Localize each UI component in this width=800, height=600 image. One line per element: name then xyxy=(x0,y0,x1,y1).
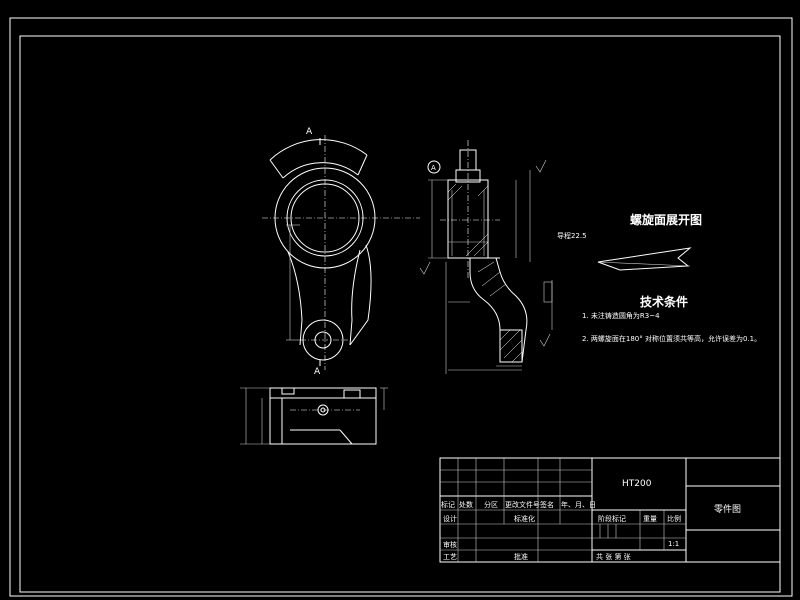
datum-label: A xyxy=(431,164,436,172)
header-zone: 分区 xyxy=(484,500,498,509)
header-mark: 标记 xyxy=(441,500,455,509)
scale-label: 比例 xyxy=(667,514,681,523)
helix-development-view xyxy=(597,247,692,271)
lead-label: 导程22.5 xyxy=(557,231,587,240)
header-count: 处数 xyxy=(459,500,473,509)
header-date: 年、月、日 xyxy=(561,500,596,509)
header-signature: 签名 xyxy=(540,500,554,509)
material-label: HT200 xyxy=(622,479,652,489)
tech-note-2: 2. 两螺旋面在180° 对称位置须共等高，允许误差为0.1。 xyxy=(582,334,761,343)
section-label-a-top: A xyxy=(306,127,313,137)
scale-value: 1:1 xyxy=(668,540,679,548)
process-label: 工艺 xyxy=(443,553,457,561)
outer-sheet-border xyxy=(9,17,793,597)
drawing-name: 零件图 xyxy=(714,503,741,515)
tech-notes-title: 技术条件 xyxy=(640,294,688,309)
header-change-doc: 更改文件号 xyxy=(505,500,540,509)
stage-mark-label: 阶段标记 xyxy=(598,514,626,523)
design-label: 设计 xyxy=(443,514,457,523)
section-view: A xyxy=(419,140,553,374)
weight-label: 重量 xyxy=(643,515,657,523)
drawing-frame xyxy=(19,35,781,593)
front-view xyxy=(262,135,420,370)
section-label-a-bottom: A xyxy=(314,367,321,377)
datum-marker xyxy=(427,160,441,174)
standardize-label: 标准化 xyxy=(514,514,535,523)
review-label: 审核 xyxy=(443,540,457,549)
helix-section-title: 螺旋面展开图 xyxy=(630,212,702,227)
tech-note-1: 1. 未注铸造圆角为R3~4 xyxy=(582,311,660,320)
sheets-text: 共 张 第 张 xyxy=(596,552,631,561)
bottom-view xyxy=(240,387,388,445)
title-block xyxy=(439,457,781,563)
approve-label: 批准 xyxy=(514,552,528,561)
